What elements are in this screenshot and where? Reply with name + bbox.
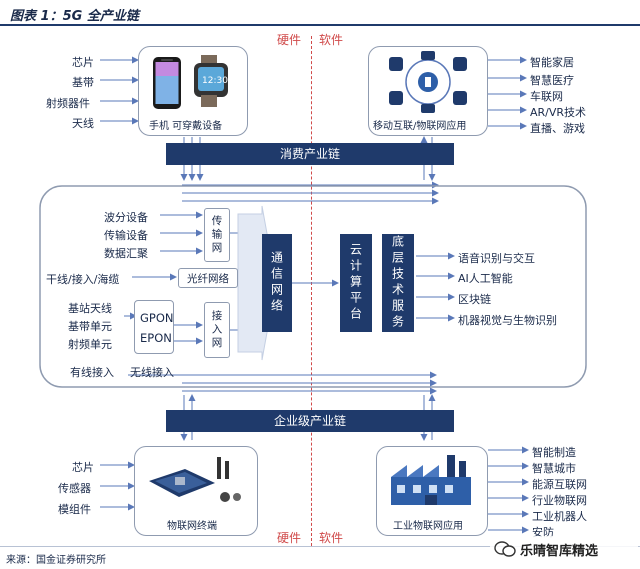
figure-title: 图表 1：5G 全产业链 (10, 9, 139, 24)
pon-box: GPON EPON (134, 300, 174, 354)
consumer-app-arvr: AR/VR技术 (530, 106, 587, 119)
consumer-item-rf: 射频器件 (46, 97, 90, 110)
software-label-bottom: 软件 (319, 531, 344, 545)
source-note: 来源：国金证券研究所 (6, 555, 106, 566)
enterprise-app-smart-manufacturing: 智能制造 (532, 446, 576, 459)
base-tech-service-box: 底层技术服务 (382, 234, 414, 332)
base-item-rf: 射频单元 (68, 338, 112, 351)
consumer-app-smart-medical: 智慧医疗 (530, 74, 574, 87)
enterprise-item-chip: 芯片 (72, 461, 94, 474)
footer-rule (0, 546, 640, 547)
wireless-access-label: 无线接入 (130, 366, 174, 379)
service-item-vision: 机器视觉与生物识别 (458, 314, 557, 327)
enterprise-item-module: 模组件 (58, 503, 91, 516)
pon-epon: EPON (140, 331, 172, 345)
consumer-app-smart-home: 智能家居 (530, 56, 574, 69)
header-rule (0, 24, 640, 26)
enterprise-app-industry-iot: 行业物联网 (532, 494, 587, 507)
enterprise-app-energy-internet: 能源互联网 (532, 478, 587, 491)
app-box: 移动互联/物联网应用 (368, 46, 488, 136)
device-box: 12:30 手机 可穿戴设备 (138, 46, 248, 136)
wired-access-label: 有线接入 (70, 366, 114, 379)
consumer-app-live-games: 直播、游戏 (530, 122, 585, 135)
device-caption: 手机 可穿戴设备 (149, 121, 223, 132)
enterprise-item-sensor: 传感器 (58, 482, 91, 495)
enterprise-app-smart-city: 智慧城市 (532, 462, 576, 475)
phone-watch-illustration: 12:30 (153, 55, 228, 109)
service-item-blockchain: 区块链 (458, 293, 491, 306)
industrial-iot-box: 工业物联网应用 (376, 446, 488, 536)
consumer-item-chip: 芯片 (72, 56, 94, 69)
transport-network-box: 传输网 (204, 208, 230, 262)
fiber-line-label: 干线/接入/海缆 (46, 273, 120, 286)
industrial-iot-caption: 工业物联网应用 (393, 521, 463, 532)
figure-header: 图表 1：5G 全产业链 (0, 0, 640, 26)
hardware-label-bottom: 硬件 (277, 531, 302, 545)
consumer-item-baseband: 基带 (72, 76, 94, 89)
transport-item-equipment: 传输设备 (104, 229, 148, 242)
svg-text:12:30: 12:30 (202, 76, 228, 86)
watermark-text: 乐晴智库精选 (520, 544, 599, 559)
consumer-app-iov: 车联网 (530, 90, 563, 103)
wechat-icon (494, 541, 516, 557)
comm-network-box: 通信网络 (262, 234, 292, 332)
iot-terminal-caption: 物联网终端 (167, 521, 217, 532)
iot-board-illustration (149, 457, 241, 502)
service-item-ai: AI人工智能 (458, 272, 513, 285)
hardware-software-divider (311, 36, 312, 546)
transport-item-wdm: 波分设备 (104, 211, 148, 224)
app-caption: 移动互联/物联网应用 (373, 121, 467, 132)
service-item-voice: 语音识别与交互 (458, 252, 535, 265)
factory-illustration (391, 455, 471, 505)
iot-terminal-box: 物联网终端 (134, 446, 258, 536)
app-icons-illustration (389, 51, 467, 113)
hardware-label-top: 硬件 (277, 33, 302, 47)
enterprise-chain-band: 企业级产业链 (166, 410, 454, 432)
fiber-network-box: 光纤网络 (178, 268, 238, 288)
transport-item-aggregation: 数据汇聚 (104, 247, 148, 260)
software-label-top: 软件 (319, 33, 344, 47)
enterprise-app-security: 安防 (532, 526, 554, 539)
access-network-box: 接入网 (204, 302, 230, 358)
pon-gpon: GPON (140, 311, 174, 325)
base-item-antenna: 基站天线 (68, 302, 112, 315)
enterprise-app-industrial-robot: 工业机器人 (532, 510, 587, 523)
watermark: 乐晴智库精选 (490, 536, 638, 562)
consumer-chain-band: 消费产业链 (166, 143, 454, 165)
cloud-platform-box: 云计算平台 (340, 234, 372, 332)
base-item-baseband: 基带单元 (68, 320, 112, 333)
consumer-item-antenna: 天线 (72, 117, 94, 130)
